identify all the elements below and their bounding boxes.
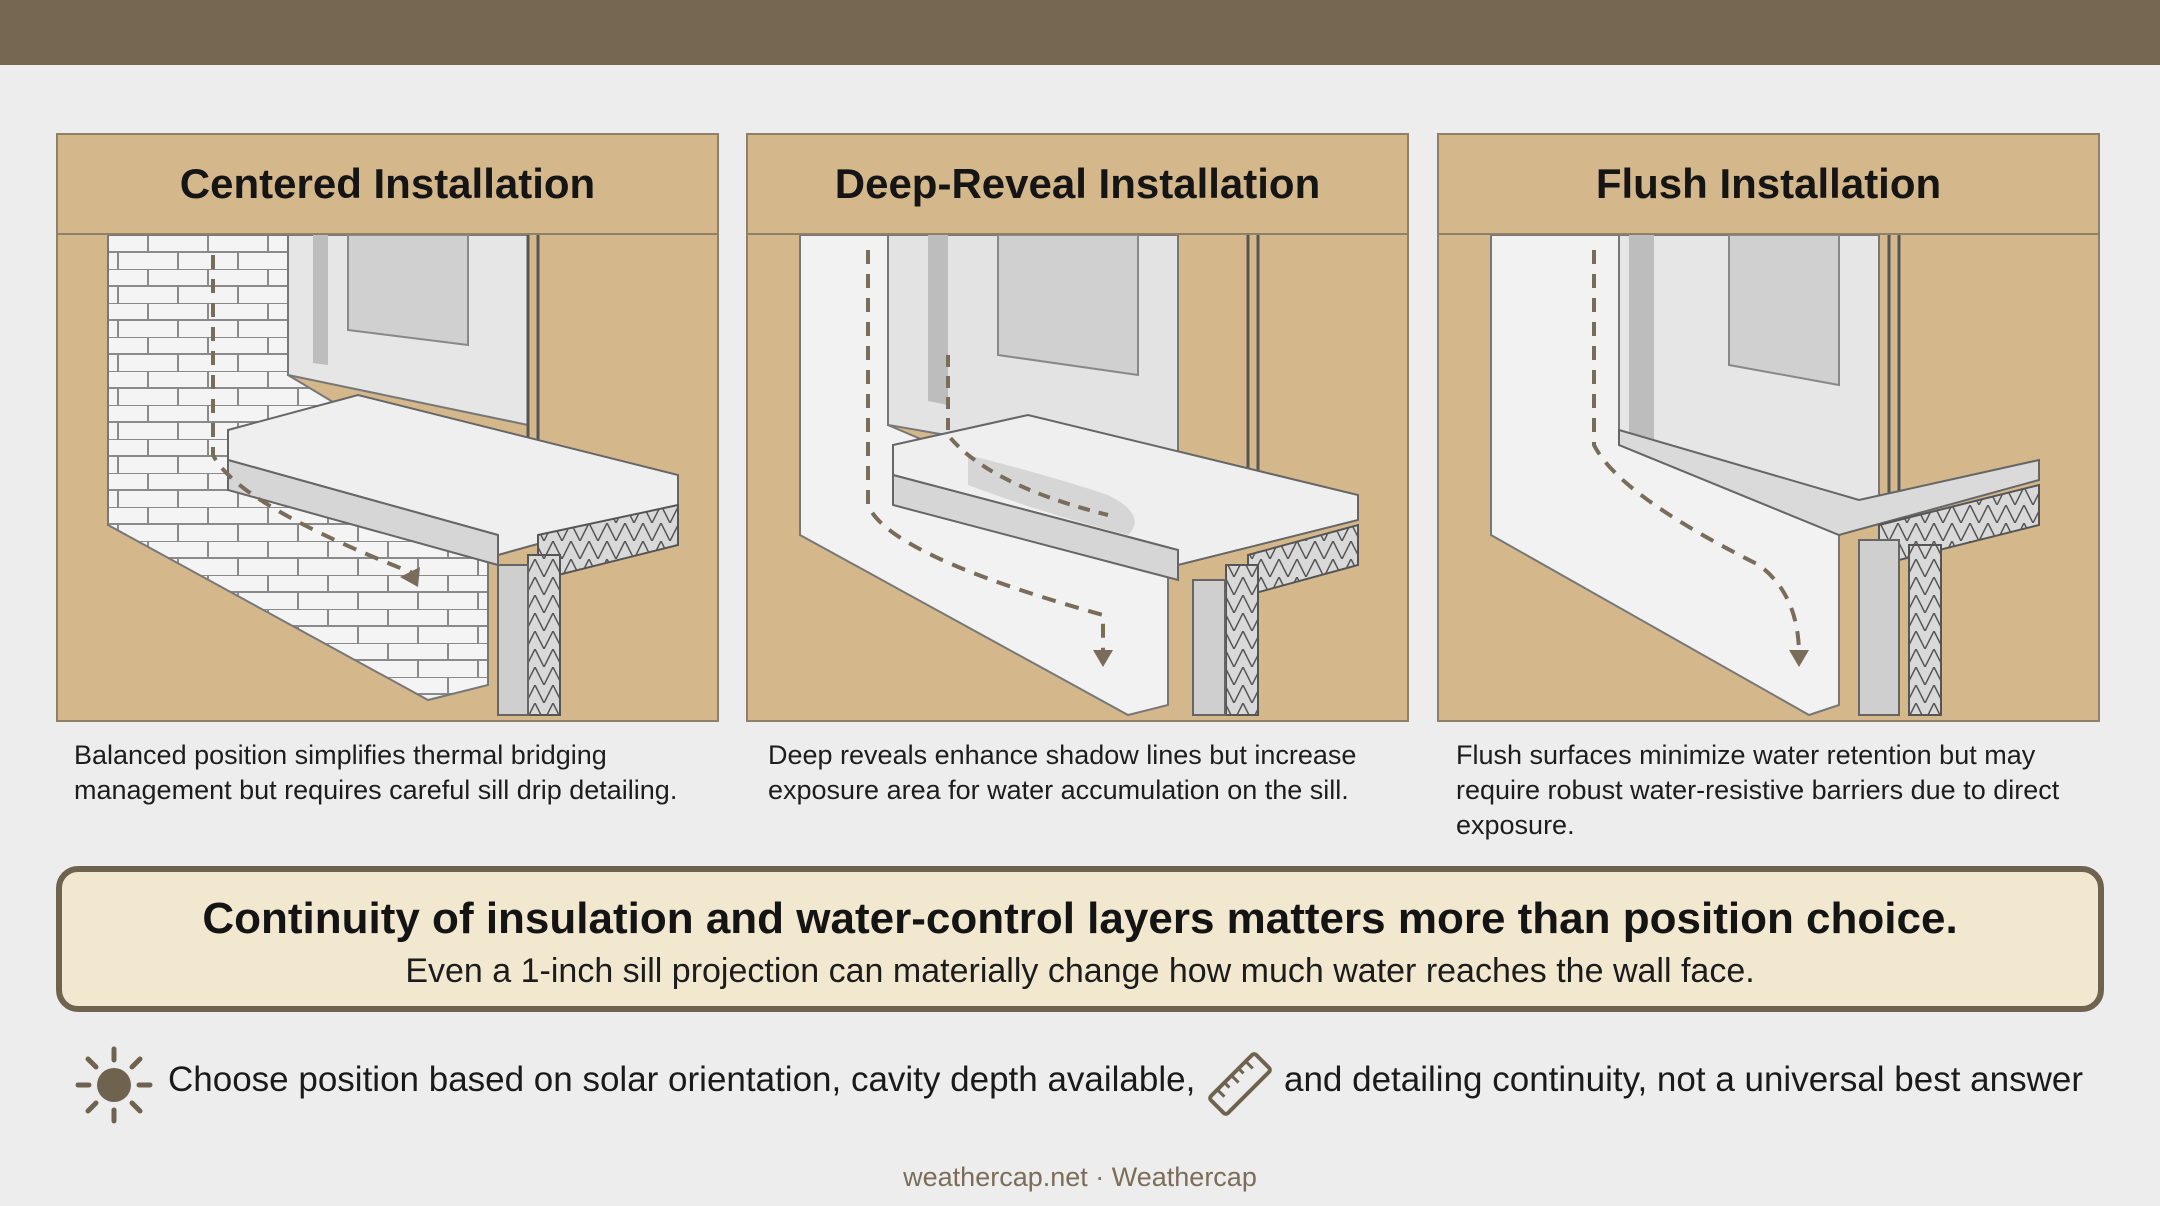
sun-icon	[75, 1046, 153, 1124]
panel-caption-centered: Balanced position simplifies thermal bri…	[74, 740, 678, 805]
callout-subline: Even a 1-inch sill projection can materi…	[405, 952, 1755, 990]
key-takeaway-callout: Continuity of insulation and water-contr…	[56, 866, 2104, 1012]
panel-title: Deep-Reveal Installation	[748, 135, 1407, 235]
footer-credit: weathercap.net · Weathercap	[903, 1162, 1257, 1192]
tip-text-part2: and detailing continuity, not a universa…	[1284, 1060, 2084, 1099]
tip-text-part1: Choose position based on solar orientati…	[168, 1060, 1196, 1099]
panel-caption-deep-reveal: Deep reveals enhance shadow lines but in…	[768, 740, 1357, 805]
deep-reveal-installation-illustration	[799, 235, 1359, 717]
panel-caption-flush: Flush surfaces minimize water retention …	[1456, 740, 2060, 840]
panel-deep-reveal: Deep-Reveal Installation	[746, 133, 1409, 722]
panel-flush: Flush Installation	[1437, 133, 2100, 722]
flush-installation-illustration	[1490, 235, 2040, 717]
top-bar	[0, 0, 2160, 65]
ruler-icon	[1208, 1052, 1272, 1116]
panel-title: Centered Installation	[58, 135, 717, 235]
callout-headline: Continuity of insulation and water-contr…	[202, 894, 1958, 943]
panel-centered: Centered Installation	[56, 133, 719, 722]
centered-installation-illustration	[107, 235, 679, 716]
panel-title: Flush Installation	[1439, 135, 2098, 235]
